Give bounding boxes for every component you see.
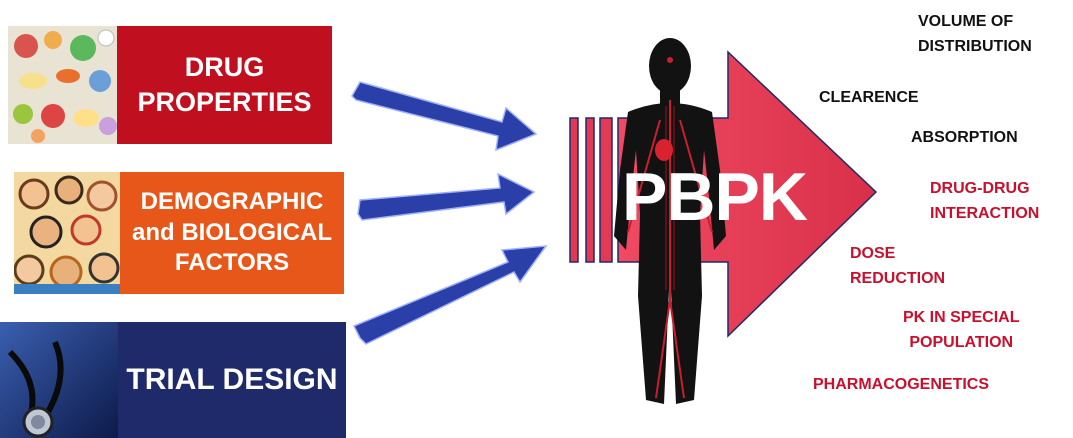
ddi-line1: DRUG-DRUG	[930, 177, 1039, 202]
volume-line1: VOLUME OF	[918, 10, 1032, 35]
ddi-line2: INTERACTION	[930, 202, 1039, 227]
dose-line1: DOSE	[850, 242, 945, 267]
dose-line2: REDUCTION	[850, 267, 945, 292]
pbpk-label: PBPK	[622, 158, 807, 236]
stripe-3	[600, 118, 612, 262]
special-line1: PK IN SPECIAL	[903, 306, 1019, 331]
arrow-from-trial	[354, 246, 546, 344]
arrow-from-demographic	[358, 174, 534, 220]
stripe-1	[570, 118, 578, 262]
output-pk-special-population: PK IN SPECIAL POPULATION	[903, 306, 1019, 356]
stripe-2	[586, 118, 594, 262]
output-volume-of-distribution: VOLUME OF DISTRIBUTION	[918, 10, 1032, 60]
arrow-from-drug	[352, 82, 536, 150]
output-absorption: ABSORPTION	[911, 126, 1018, 151]
output-clearence: CLEARENCE	[819, 86, 919, 111]
volume-line2: DISTRIBUTION	[918, 35, 1032, 60]
output-pharmacogenetics: PHARMACOGENETICS	[813, 373, 989, 398]
output-drug-drug-interaction: DRUG-DRUG INTERACTION	[930, 177, 1039, 227]
output-dose-reduction: DOSE REDUCTION	[850, 242, 945, 292]
special-line2: POPULATION	[903, 331, 1019, 356]
